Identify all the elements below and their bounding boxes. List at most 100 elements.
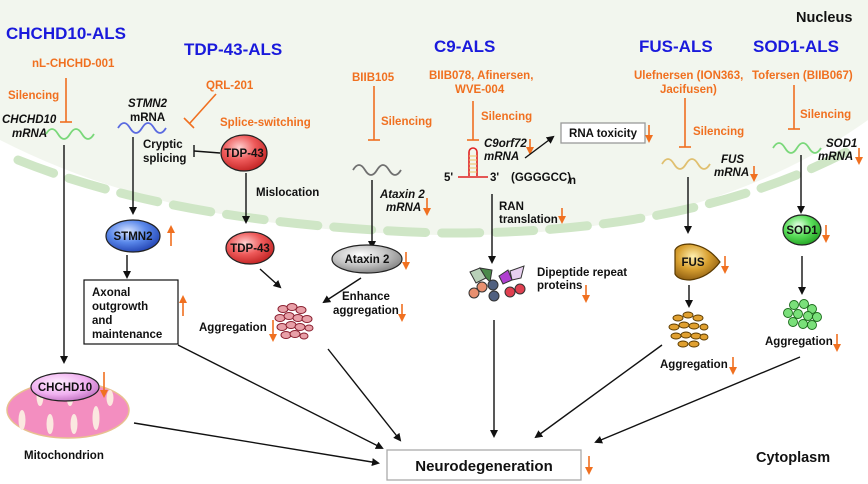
mito-to-neuro-arrow <box>133 422 380 466</box>
fus-silencing-label: Silencing <box>693 126 744 138</box>
axonal-label-2: outgrowth <box>92 301 148 313</box>
c9-silencing-label: Silencing <box>481 111 532 123</box>
tdp43-cytoplasmic-protein <box>225 231 275 265</box>
fus-aggregate-icon <box>668 311 709 348</box>
sod1-decrease-arrow-icon <box>822 225 830 243</box>
c9-mrna-gene: C9orf72 <box>484 138 527 150</box>
tdp43-to-aggregation-arrow <box>259 268 282 289</box>
ran-label-1: RAN <box>499 201 524 213</box>
sod1-als-title: SOD1-ALS <box>753 37 839 56</box>
stmn2-mrna-word: mRNA <box>130 112 165 124</box>
sod1-mrna-decrease-arrow-icon <box>855 148 863 165</box>
fus-mrna-gene: FUS <box>721 154 744 166</box>
ataxin2-mrna-word: mRNA <box>386 202 421 214</box>
chchd10-protein-label: CHCHD10 <box>38 382 92 394</box>
fus-decrease-arrow-icon <box>721 256 729 274</box>
enhance-label-1: Enhance <box>342 291 390 303</box>
chchd10-mrna-wave-icon <box>45 128 95 140</box>
dpr-label-1: Dipeptide repeat <box>537 267 627 279</box>
ran-label-2: translation <box>499 214 558 226</box>
mislocation-label: Mislocation <box>256 187 319 199</box>
sod1-drug: Tofersen (BIIB067) <box>752 70 853 82</box>
chchd10-decrease-arrow-icon <box>100 372 108 398</box>
fus-protein-label: FUS <box>682 257 705 269</box>
neurodegeneration-decrease-arrow-icon <box>585 456 593 475</box>
chchd10-protein <box>30 372 100 402</box>
c9-drug-line-2: WVE-004 <box>455 84 505 96</box>
ataxin2-protein-label: Ataxin 2 <box>345 254 390 266</box>
sod1-protein <box>782 214 822 246</box>
sod1-mrna-word: mRNA <box>818 151 853 163</box>
axonal-to-neuro-arrow <box>177 344 384 449</box>
neurodegeneration-box <box>386 449 582 481</box>
fus-agg-to-neuro-arrow <box>534 344 663 439</box>
nucleus-region <box>0 0 868 236</box>
tdp43-als-title: TDP-43-ALS <box>184 40 282 59</box>
neurodegeneration-label: Neurodegeneration <box>415 458 553 475</box>
c9-mrna-word: mRNA <box>484 151 519 163</box>
dpr-label-2: proteins <box>537 280 582 292</box>
mitochondrion-label: Mitochondrion <box>24 450 104 462</box>
c9-repeat-subscript: n <box>569 175 576 187</box>
cryptic-splicing-label-1: Cryptic <box>143 139 183 151</box>
axonal-label-3: and <box>92 315 112 327</box>
fus-mrna-word: mRNA <box>714 167 749 179</box>
fus-aggregation-label: Aggregation <box>660 359 728 371</box>
chchd10-als-title: CHCHD10-ALS <box>6 24 126 43</box>
fus-drug-line-1: Ulefnersen (ION363, <box>634 70 743 82</box>
dpr-decrease-arrow-icon <box>582 285 590 303</box>
c9-three-prime: 3' <box>490 172 499 184</box>
enhance-label-2: aggregation <box>333 305 399 317</box>
fus-mrna-decrease-arrow-icon <box>750 166 758 182</box>
stmn2-protein-label: STMN2 <box>114 231 153 243</box>
tdp43-aggregation-label: Aggregation <box>199 322 267 334</box>
chchd10-drug: nL-CHCHD-001 <box>32 58 115 70</box>
axonal-label-4: maintenance <box>92 329 162 341</box>
stmn2-mrna-wave-icon <box>117 122 167 134</box>
ataxin2-drug: BIIB105 <box>352 72 395 84</box>
chchd10-mrna-word: mRNA <box>12 128 47 140</box>
tdp43-inhibits-splicing <box>193 150 221 154</box>
cytoplasm-label: Cytoplasm <box>756 450 830 466</box>
fus-aggregation-decrease-arrow-icon <box>729 357 737 375</box>
tdp43-nuclear-protein <box>220 134 268 172</box>
c9-column: C9-ALS BIIB078, Afinersen, WVE-004 Silen… <box>429 37 653 438</box>
fus-drug-line-2: Jacifusen) <box>660 84 717 96</box>
c9-five-prime: 5' <box>444 172 453 184</box>
tdp43-aggregation-decrease-arrow-icon <box>269 320 277 342</box>
ataxin2-decrease-arrow-icon <box>402 252 410 270</box>
sod1-column: SOD1-ALS Tofersen (BIIB067) Silencing SO… <box>594 37 863 444</box>
c9-drug-line-1: BIIB078, Afinersen, <box>429 70 533 82</box>
nuclear-membrane <box>13 145 855 238</box>
axonal-outgrowth-box <box>83 279 179 345</box>
tdp43-aggregate-icon <box>274 303 314 340</box>
c9-repeat-label: (GGGGCC) <box>511 172 571 184</box>
fus-als-title: FUS-ALS <box>639 37 713 56</box>
fus-column: FUS-ALS Ulefnersen (ION363, Jacifusen) S… <box>534 37 758 439</box>
rna-toxicity-label: RNA toxicity <box>569 128 638 140</box>
ataxin2-to-aggregation-arrow <box>322 277 362 304</box>
c9-als-title: C9-ALS <box>434 37 495 56</box>
dipeptide-repeat-proteins-icon <box>468 265 526 302</box>
c9-to-rna-toxicity-arrow <box>524 135 555 159</box>
ataxin2-column: BIIB105 Silencing Ataxin 2 mRNA Ataxin 2… <box>322 72 432 322</box>
cryptic-splicing-label-2: splicing <box>143 153 186 165</box>
sod1-aggregate-icon <box>783 299 822 330</box>
qrl201-inhibition-bar <box>183 117 195 129</box>
enhance-decrease-arrow-icon <box>398 304 406 322</box>
sod1-mrna-wave-icon <box>772 142 822 154</box>
c9-mrna-decrease-arrow-icon <box>526 139 534 155</box>
sod1-mrna-gene: SOD1 <box>826 138 857 150</box>
chchd10-mrna-gene: CHCHD10 <box>2 114 57 126</box>
stmn2-mrna-gene: STMN2 <box>128 98 168 110</box>
rna-toxicity-box <box>560 122 646 144</box>
fus-protein <box>674 243 721 281</box>
ataxin2-silencing-label: Silencing <box>381 116 432 128</box>
tdp43-agg-to-neuro-arrow <box>327 348 402 442</box>
ran-decrease-arrow-icon <box>558 208 566 224</box>
c9-hairpin-rna-icon <box>458 147 488 178</box>
axonal-label-1: Axonal <box>92 287 130 299</box>
splice-switching-label: Splice-switching <box>220 117 311 129</box>
tdp43-nuclear-label: TDP-43 <box>224 148 264 160</box>
